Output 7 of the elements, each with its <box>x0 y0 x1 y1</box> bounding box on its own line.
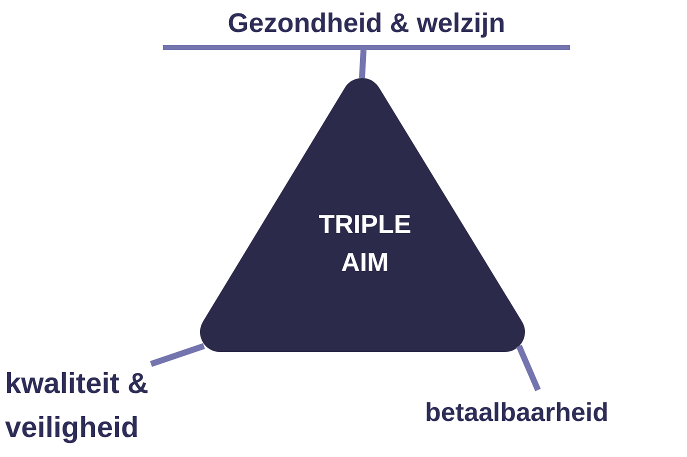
connector-line <box>516 344 541 392</box>
connector-line <box>359 50 366 78</box>
pillar-label: Gezondheid & welzijn <box>226 7 506 40</box>
center-label: TRIPLE AIM <box>318 208 412 279</box>
pillar-label: betaalbaarheid <box>425 396 609 429</box>
connector-line <box>150 343 205 367</box>
pillar-label: kwaliteit & veiligheid <box>5 367 150 446</box>
